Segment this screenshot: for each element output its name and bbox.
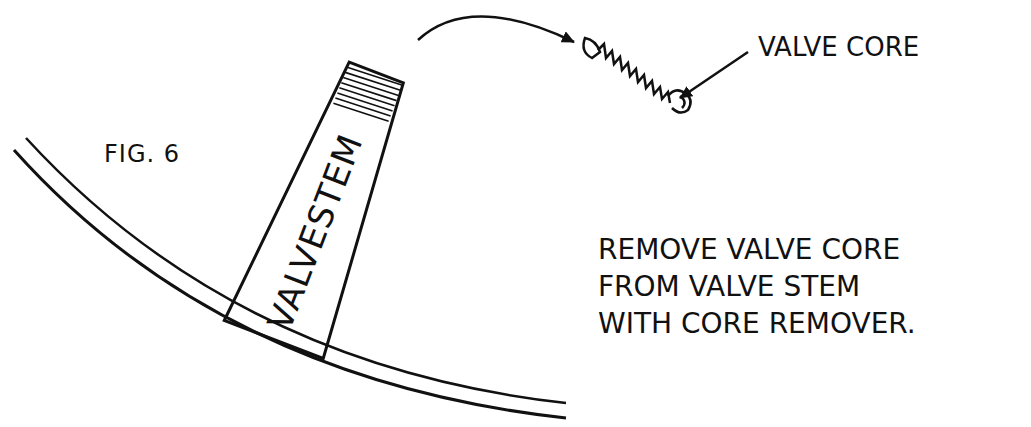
caption: REMOVE VALVE CORE FROM VALVE STEM WITH C… — [598, 232, 933, 343]
figure-number: FIG. 6 — [104, 140, 180, 168]
part-label: VALVE CORE — [758, 32, 919, 62]
valve-core — [584, 38, 691, 113]
part-label: VALVESTEM — [259, 128, 370, 335]
leader-arrow — [680, 52, 748, 98]
valve-stem: VALVESTEM — [222, 51, 429, 361]
removal-arrow — [418, 16, 574, 42]
